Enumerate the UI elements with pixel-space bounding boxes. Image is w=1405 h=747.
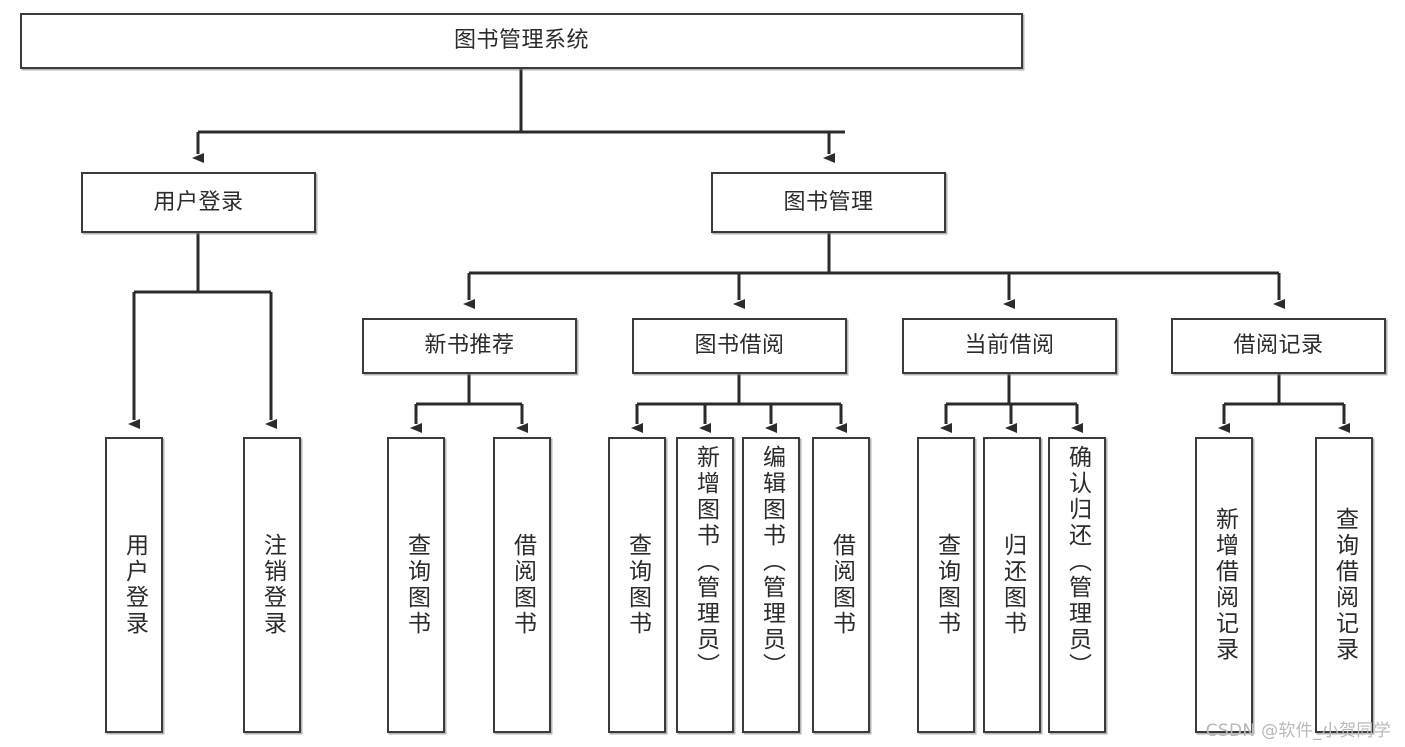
leaf-add-record[interactable]: 新增借阅记录 bbox=[1195, 437, 1253, 733]
leaf-query-book-2-label: 查询图书 bbox=[624, 533, 651, 637]
node-book-management[interactable]: 图书管理 bbox=[711, 172, 946, 233]
node-root-label: 图书管理系统 bbox=[453, 28, 589, 54]
leaf-borrow-book-2[interactable]: 借阅图书 bbox=[812, 437, 870, 733]
leaf-add-book[interactable]: 新增图书（管理员） bbox=[676, 437, 734, 733]
leaf-edit-book[interactable]: 编辑图书（管理员） bbox=[742, 437, 800, 733]
node-book-borrow[interactable]: 图书借阅 bbox=[632, 318, 847, 374]
node-borrow-record[interactable]: 借阅记录 bbox=[1171, 318, 1386, 374]
node-current-borrow[interactable]: 当前借阅 bbox=[902, 318, 1117, 374]
leaf-edit-book-label: 编辑图书（管理员） bbox=[758, 445, 785, 679]
node-book-borrow-label: 图书借阅 bbox=[694, 333, 785, 359]
leaf-user-login[interactable]: 用户登录 bbox=[105, 437, 163, 733]
leaf-confirm-return[interactable]: 确认归还（管理员） bbox=[1048, 437, 1106, 733]
leaf-query-book-3[interactable]: 查询图书 bbox=[917, 437, 975, 733]
leaf-query-record[interactable]: 查询借阅记录 bbox=[1315, 437, 1373, 733]
leaf-return-book[interactable]: 归还图书 bbox=[983, 437, 1041, 733]
leaf-query-book-3-label: 查询图书 bbox=[933, 533, 960, 637]
node-new-book-recommend[interactable]: 新书推荐 bbox=[362, 318, 577, 374]
leaf-add-book-label: 新增图书（管理员） bbox=[692, 445, 719, 679]
node-root[interactable]: 图书管理系统 bbox=[20, 13, 1023, 69]
node-user-login[interactable]: 用户登录 bbox=[81, 172, 316, 233]
leaf-user-logout-label: 注销登录 bbox=[259, 533, 286, 637]
node-book-management-label: 图书管理 bbox=[783, 189, 874, 215]
leaf-return-book-label: 归还图书 bbox=[999, 533, 1026, 637]
leaf-user-login-label: 用户登录 bbox=[121, 533, 148, 637]
leaf-borrow-book-1-label: 借阅图书 bbox=[509, 533, 536, 637]
leaf-add-record-label: 新增借阅记录 bbox=[1211, 507, 1238, 663]
watermark: CSDN @软件_小贺同学 bbox=[1205, 721, 1391, 741]
leaf-user-logout[interactable]: 注销登录 bbox=[243, 437, 301, 733]
leaf-query-book-1-label: 查询图书 bbox=[403, 533, 430, 637]
leaf-query-book-2[interactable]: 查询图书 bbox=[608, 437, 666, 733]
leaf-query-book-1[interactable]: 查询图书 bbox=[387, 437, 445, 733]
node-new-book-recommend-label: 新书推荐 bbox=[424, 333, 515, 359]
leaf-query-record-label: 查询借阅记录 bbox=[1331, 507, 1358, 663]
leaf-confirm-return-label: 确认归还（管理员） bbox=[1064, 445, 1091, 679]
node-current-borrow-label: 当前借阅 bbox=[964, 333, 1055, 359]
leaf-borrow-book-1[interactable]: 借阅图书 bbox=[493, 437, 551, 733]
node-user-login-label: 用户登录 bbox=[153, 189, 244, 215]
node-borrow-record-label: 借阅记录 bbox=[1233, 333, 1324, 359]
leaf-borrow-book-2-label: 借阅图书 bbox=[828, 533, 855, 637]
